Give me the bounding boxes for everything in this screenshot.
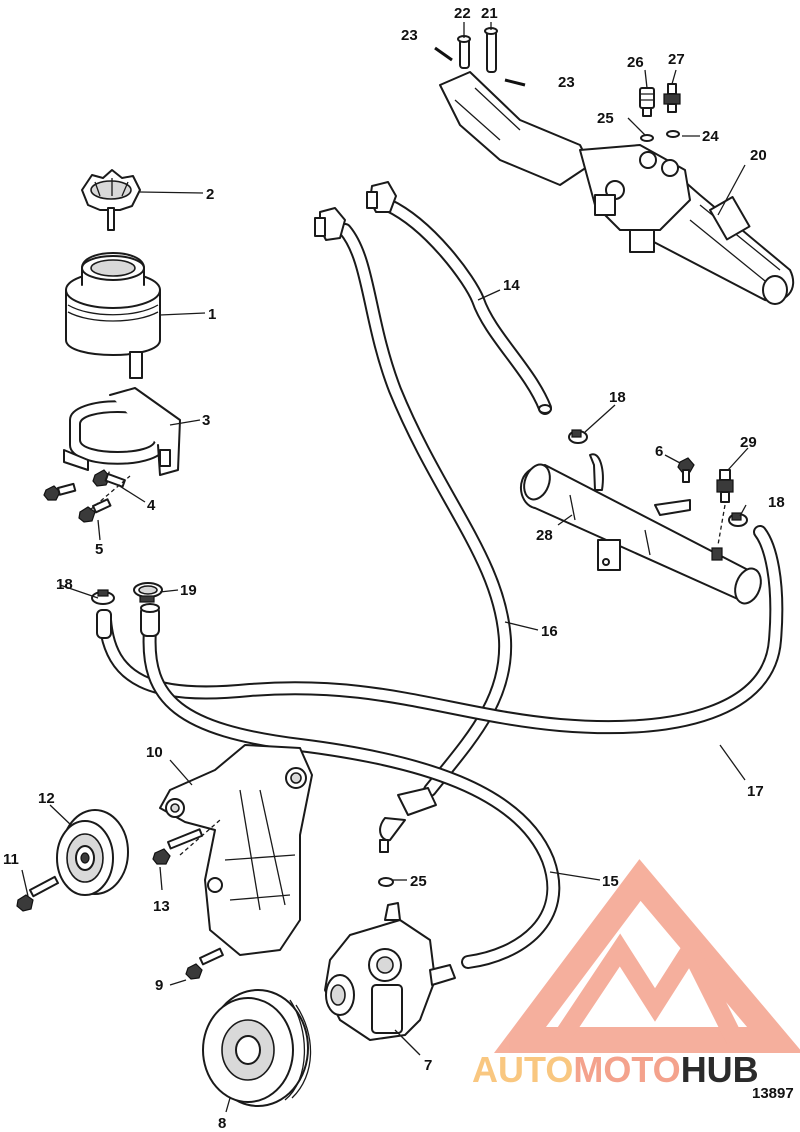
logo-triangle <box>494 859 800 1053</box>
callout-18-right: 18 <box>768 494 785 511</box>
wordmark-moto: MOTO <box>573 1049 680 1090</box>
callout-29: 29 <box>740 434 757 451</box>
elbow-fitting-14 <box>366 181 397 213</box>
callout-27: 27 <box>668 51 685 68</box>
callout-15: 15 <box>602 873 619 890</box>
callout-12: 12 <box>38 790 55 807</box>
pump-inlet-fitting <box>379 787 437 853</box>
callout-3: 3 <box>202 412 210 429</box>
power-steering-pump <box>324 902 456 1041</box>
callout-16: 16 <box>541 623 558 640</box>
wordmark-auto: AUTO <box>472 1049 573 1090</box>
callout-26: 26 <box>627 54 644 71</box>
callout-21: 21 <box>481 5 498 22</box>
pump-bracket <box>159 744 313 956</box>
callout-18-left: 18 <box>56 576 73 593</box>
callout-23-left: 23 <box>401 27 418 44</box>
bolt-6 <box>677 457 695 483</box>
bolt-9 <box>185 947 224 980</box>
automotohub-logo <box>494 859 800 1053</box>
hose-17 <box>98 525 784 735</box>
callout-19: 19 <box>180 582 197 599</box>
hose-15 <box>142 623 561 969</box>
cotter-pin-23-left <box>434 46 453 62</box>
callout-24: 24 <box>702 128 719 145</box>
sensor-29 <box>716 469 734 546</box>
callout-23-right: 23 <box>558 74 575 91</box>
callout-2: 2 <box>206 186 214 203</box>
callout-13: 13 <box>153 898 170 915</box>
callout-14: 14 <box>503 277 520 294</box>
callout-8: 8 <box>218 1115 226 1132</box>
bolt-13 <box>152 828 204 865</box>
idler-pulley <box>56 809 129 896</box>
callout-7: 7 <box>424 1057 432 1074</box>
callout-6: 6 <box>655 443 663 460</box>
callout-17: 17 <box>747 783 764 800</box>
hose-clamp-19 <box>133 582 163 603</box>
hose-clamp-18-right <box>728 512 748 527</box>
reservoir-cap <box>81 169 141 231</box>
elbow-fitting-16 <box>314 207 346 241</box>
hose-clamp-18-top <box>568 429 588 444</box>
drawing-number: 13897 <box>752 1085 794 1102</box>
callout-28: 28 <box>536 527 553 544</box>
fluid-cooler <box>520 453 762 605</box>
leader-lines <box>21 22 749 1113</box>
callout-10: 10 <box>146 744 163 761</box>
hose-14 <box>381 198 552 415</box>
callout-labels: 1 2 3 4 5 6 7 8 9 10 11 12 13 14 15 16 1… <box>3 5 785 1132</box>
bolt-4 <box>43 469 126 501</box>
pin-22 <box>457 35 471 69</box>
pin-21 <box>484 27 498 73</box>
callout-25-top: 25 <box>597 110 614 127</box>
callout-25-bottom: 25 <box>410 873 427 890</box>
steering-cylinder <box>439 71 795 305</box>
pump-pulley <box>202 989 312 1107</box>
callout-1: 1 <box>208 306 216 323</box>
callout-11: 11 <box>3 851 19 868</box>
o-ring-25-bottom <box>378 877 394 887</box>
callout-9: 9 <box>155 977 163 994</box>
callout-20: 20 <box>750 147 767 164</box>
reservoir-bracket <box>63 387 181 476</box>
automotohub-wordmark: AUTOMOTOHUB <box>472 1049 759 1090</box>
o-ring-24 <box>666 130 680 138</box>
hose-clamp-18-left <box>91 589 115 605</box>
hose-ends-left <box>96 603 160 639</box>
callout-18-top: 18 <box>609 389 626 406</box>
o-ring-25-top <box>640 134 654 142</box>
bolt-5 <box>78 498 112 523</box>
cotter-pin-23-right <box>504 78 526 87</box>
callout-5: 5 <box>95 541 103 558</box>
fitting-26 <box>639 87 655 117</box>
bolt-11 <box>16 875 60 912</box>
wordmark-hub: HUB <box>681 1049 759 1090</box>
callout-4: 4 <box>147 497 156 514</box>
callout-22: 22 <box>454 5 471 22</box>
logo-m-stroke <box>552 931 744 1045</box>
reservoir <box>65 252 161 379</box>
svg-text:AUTOMOTOHUB: AUTOMOTOHUB <box>472 1049 759 1090</box>
fitting-27 <box>663 83 681 113</box>
